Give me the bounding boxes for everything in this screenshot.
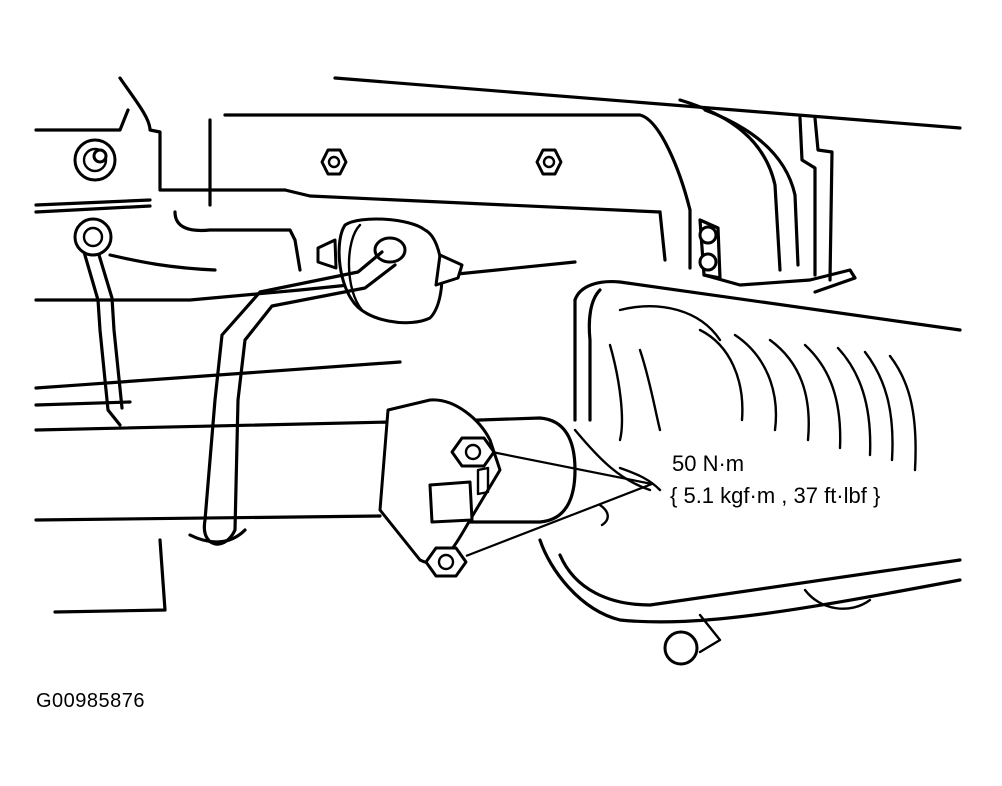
torque-nm-label: 50 N·m — [672, 451, 745, 476]
pipe-clamp — [378, 398, 502, 565]
rubber-hanger — [316, 217, 464, 325]
torque-alt-label: { 5.1 kgf·m , 37 ft·lbf } — [670, 483, 881, 508]
bracket-bolts — [698, 225, 718, 272]
body-floor-panel — [34, 76, 962, 390]
tail-pipe — [468, 416, 609, 527]
upper-left-bolt — [73, 138, 117, 182]
muffler-hanger-stub — [663, 630, 699, 666]
left-bracket-rod — [34, 243, 132, 427]
flange-bolt-lower — [424, 546, 468, 578]
muffler — [538, 279, 962, 654]
right-harness-bracket — [678, 98, 857, 294]
center-nut-1 — [320, 148, 348, 176]
torque-leader-lines — [465, 450, 653, 558]
center-nut-2 — [535, 148, 563, 176]
figure-id: G00985876 — [36, 690, 146, 712]
flange-bolt-upper — [450, 436, 496, 468]
torque-callout: 50 N·m { 5.1 kgf·m , 37 ft·lbf } — [670, 448, 881, 512]
lower-left-bolt — [73, 217, 113, 257]
